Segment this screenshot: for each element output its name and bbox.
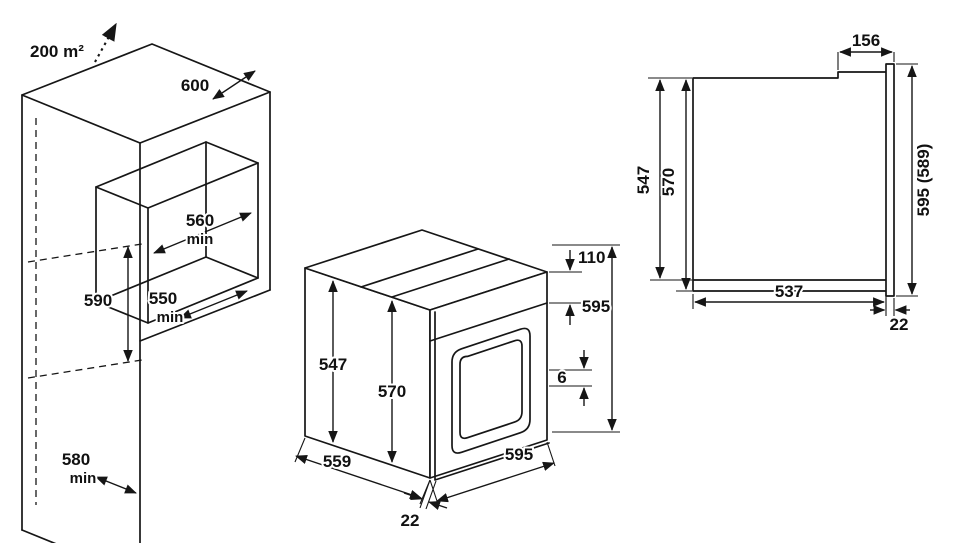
ext-total-height-right [896, 63, 918, 297]
dim-niche-depth [179, 290, 248, 319]
dim-niche-width [153, 212, 252, 254]
side-body-height-label: 547 [634, 166, 653, 194]
dim-oven-width [436, 461, 555, 503]
ventilation-arrow-icon [94, 22, 117, 63]
base-depth-min-label: min [70, 470, 97, 487]
oven-top-seams [360, 248, 510, 298]
sideview-body-outline [692, 71, 887, 292]
side-height-label: 570 [659, 168, 678, 196]
dim-top-depth [212, 70, 256, 100]
dim-door-left-arrow [403, 491, 423, 501]
niche-height-label: 590 [84, 291, 112, 310]
oven-width-label: 595 [505, 445, 533, 464]
sideview-door [885, 63, 895, 297]
oven-body-height-label: 547 [319, 355, 347, 374]
cabinet-top-depth-label: 600 [181, 76, 209, 95]
ext-bottom-gap [549, 369, 592, 387]
window-inner [459, 339, 523, 440]
oven-isometric-drawing: 547 570 110 595 6 559 595 22 [294, 229, 620, 532]
cabinet-bottom-edge [21, 529, 57, 543]
oven-height-label: 570 [378, 382, 406, 401]
oven-door-protrusion-label: 22 [401, 511, 420, 530]
niche-width-label: 560 [186, 211, 214, 230]
ext-control-panel [549, 271, 582, 304]
ext-total-height [552, 244, 620, 433]
niche-top-hidden-line [27, 243, 143, 263]
ext-top-recess [837, 52, 895, 70]
ext-door-protrusion-side [885, 298, 895, 316]
dim-oven-depth [295, 454, 422, 500]
window-outer [451, 327, 531, 454]
side-depth-label: 537 [775, 282, 803, 301]
oven-gap-label: 6 [557, 368, 566, 387]
dim-door-right-arrow [428, 500, 448, 510]
cabinet-vent-area-label: 200 m² [30, 42, 84, 61]
control-panel-seam [429, 302, 548, 342]
vent-arrow-line [94, 22, 117, 63]
niche-depth-min-label: min [157, 309, 184, 326]
oven-door-window [451, 327, 531, 454]
niche-depth-edges [95, 141, 259, 324]
oven-depth-label: 559 [323, 452, 351, 471]
side-total-height-label: 595 (589) [914, 144, 933, 217]
niche-width-min-label: min [187, 231, 214, 248]
side-door-protrusion-label: 22 [890, 315, 909, 334]
dim-base-depth [95, 476, 137, 494]
oven-side-view-drawing: 156 547 570 595 (589) 537 22 [632, 29, 935, 336]
oven-total-height-label: 595 [582, 297, 610, 316]
cabinet-cutaway-drawing: 200 m² 600 560 min 590 550 min 580 min [21, 22, 271, 543]
oven-niche [95, 141, 259, 324]
base-depth-label: 580 [62, 450, 90, 469]
side-top-recess-label: 156 [852, 31, 880, 50]
ext-door-protrusion [419, 479, 437, 510]
niche-bottom-hidden-line [27, 359, 143, 379]
niche-depth-label: 550 [149, 289, 177, 308]
oven-control-height-label: 110 [578, 248, 605, 267]
